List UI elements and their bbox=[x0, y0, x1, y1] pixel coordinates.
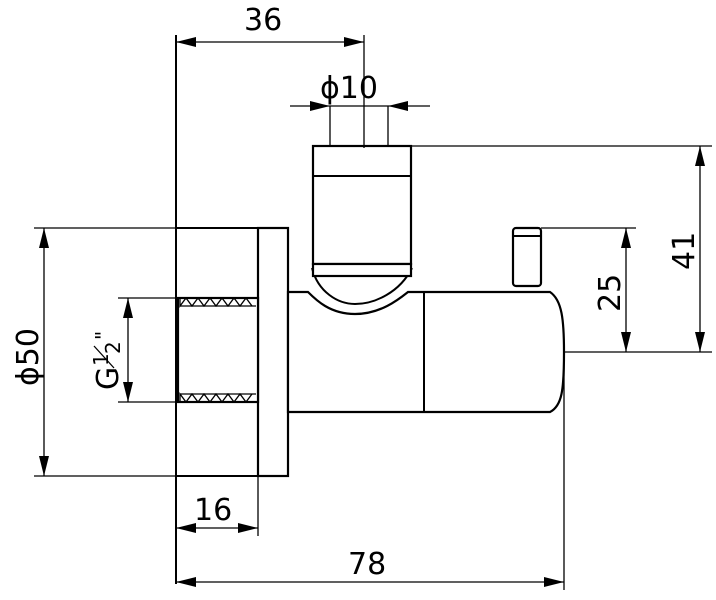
dimension-thread: G 1 2 " bbox=[89, 297, 178, 403]
valve-body bbox=[286, 290, 566, 414]
thread-zigzag bbox=[179, 392, 253, 404]
valve-body-outline bbox=[175, 35, 566, 584]
dim-label-78: 78 bbox=[348, 547, 386, 582]
dimension-41: 41 bbox=[411, 145, 712, 353]
thread-lines bbox=[179, 296, 253, 404]
dim-label-41: 41 bbox=[667, 232, 702, 270]
dim-label-thread: G bbox=[91, 367, 126, 390]
dimension-16: 16 bbox=[176, 476, 259, 536]
dimension-25: 25 bbox=[541, 227, 636, 352]
dim-label-36: 36 bbox=[244, 3, 282, 38]
dim-label-d10: ϕ10 bbox=[320, 71, 378, 106]
dimension-d10: ϕ10 bbox=[290, 71, 430, 146]
dimension-78: 78 bbox=[176, 352, 565, 590]
thread-zigzag bbox=[179, 296, 253, 308]
dimension-36: 36 bbox=[176, 3, 365, 148]
dim-label-25: 25 bbox=[593, 274, 628, 312]
dim-label-d50: ϕ50 bbox=[11, 328, 46, 386]
dim-label-thread-den: 2 bbox=[101, 341, 125, 354]
dim-label-thread-num: 1 bbox=[89, 353, 113, 366]
threaded-inlet bbox=[176, 296, 260, 404]
dimension-d50: ϕ50 bbox=[11, 227, 176, 477]
handle-collar bbox=[311, 262, 413, 278]
outlet-pin bbox=[511, 226, 543, 288]
saddle-curve bbox=[311, 267, 413, 306]
wall-flange bbox=[256, 226, 290, 478]
dim-label-16: 16 bbox=[194, 493, 232, 528]
dim-label-thread-inch: " bbox=[91, 331, 115, 340]
handle-knob bbox=[311, 144, 413, 266]
